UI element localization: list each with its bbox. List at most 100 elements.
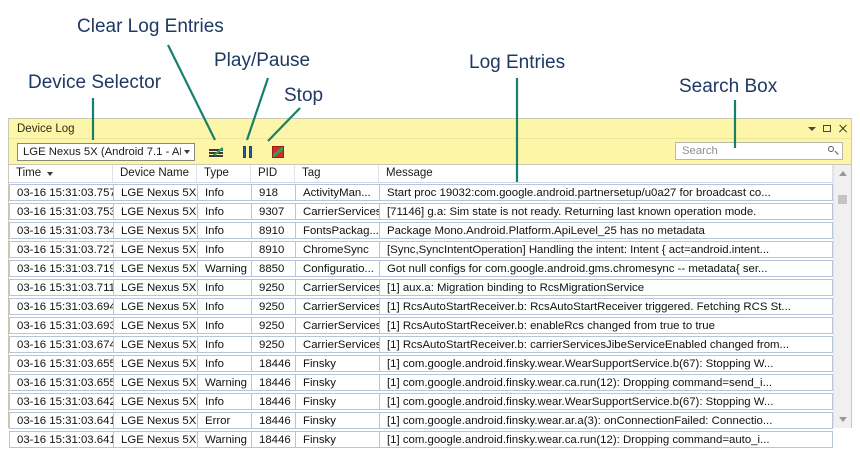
search-input-placeholder[interactable]: Search: [682, 145, 718, 157]
log-cell-type: Info: [197, 355, 251, 372]
log-cell-type: Warning: [197, 260, 251, 277]
log-cell-pid: 9250: [251, 317, 295, 334]
log-cell-pid: 9307: [251, 203, 295, 220]
log-cell-message: [1] RcsAutoStartReceiver.b: carrierServi…: [379, 336, 833, 353]
log-cell-message: [1] com.google.android.finsky.wear.WearS…: [379, 355, 833, 372]
log-cell-tag: FontsPackag...: [295, 222, 379, 239]
log-cell-message: Start proc 19032:com.google.android.part…: [379, 184, 833, 201]
log-cell-pid: 9250: [251, 298, 295, 315]
column-header-time[interactable]: Time: [9, 165, 113, 182]
log-cell-type: Warning: [197, 374, 251, 391]
panel-menu-caret-icon[interactable]: [808, 126, 816, 131]
log-cell-type: Info: [197, 184, 251, 201]
scrollbar-track[interactable]: [834, 204, 851, 411]
log-cell-device: LGE Nexus 5X: [113, 393, 197, 410]
log-cell-tag: Finsky: [295, 412, 379, 429]
log-cell-device: LGE Nexus 5X: [113, 222, 197, 239]
annotation-stop: Stop: [284, 85, 324, 106]
vertical-scrollbar[interactable]: [833, 165, 851, 428]
log-cell-pid: 918: [251, 184, 295, 201]
log-cell-tag: Configuratio...: [295, 260, 379, 277]
log-cell-tag: CarrierServices: [295, 203, 379, 220]
column-header-device-name[interactable]: Device Name: [113, 165, 197, 182]
search-icon: [827, 145, 838, 157]
log-cell-device: LGE Nexus 5X: [113, 203, 197, 220]
scrollbar-thumb[interactable]: [838, 195, 847, 204]
log-cell-time: 03-16 15:31:03.757: [9, 184, 113, 201]
log-cell-pid: 8910: [251, 222, 295, 239]
scroll-down-button[interactable]: [834, 411, 851, 428]
log-cell-type: Error: [197, 412, 251, 429]
play-pause-button[interactable]: [237, 142, 259, 162]
log-cell-type: Info: [197, 393, 251, 410]
log-cell-device: LGE Nexus 5X: [113, 336, 197, 353]
log-cell-pid: 8850: [251, 260, 295, 277]
log-cell-device: LGE Nexus 5X: [113, 317, 197, 334]
log-cell-device: LGE Nexus 5X: [113, 374, 197, 391]
stop-button[interactable]: [267, 142, 289, 162]
log-cell-tag: Finsky: [295, 374, 379, 391]
log-cell-message: [1] RcsAutoStartReceiver.b: RcsAutoStart…: [379, 298, 833, 315]
column-header-message[interactable]: Message: [379, 165, 833, 182]
log-cell-tag: CarrierServices: [295, 279, 379, 296]
log-cell-pid: 18446: [251, 355, 295, 372]
log-cell-pid: 8910: [251, 241, 295, 258]
log-cell-type: Info: [197, 298, 251, 315]
log-cell-time: 03-16 15:31:03.642: [9, 393, 113, 410]
log-grid: Time Device Name Type PID Tag Message 03…: [9, 165, 851, 448]
pause-icon: [242, 145, 254, 158]
close-icon[interactable]: [838, 124, 847, 133]
log-cell-type: Info: [197, 336, 251, 353]
log-cell-pid: 9250: [251, 279, 295, 296]
panel-title: Device Log: [17, 122, 75, 135]
scroll-down-icon: [838, 417, 847, 422]
column-header-tag[interactable]: Tag: [295, 165, 379, 182]
chevron-down-icon: [184, 149, 190, 154]
log-cell-device: LGE Nexus 5X: [113, 260, 197, 277]
log-cell-time: 03-16 15:31:03.753: [9, 203, 113, 220]
log-cell-message: [1] RcsAutoStartReceiver.b: enableRcs ch…: [379, 317, 833, 334]
window-controls[interactable]: [808, 119, 847, 138]
log-grid-header: Time Device Name Type PID Tag Message: [9, 165, 833, 183]
log-cell-time: 03-16 15:31:03.719: [9, 260, 113, 277]
column-header-pid[interactable]: PID: [251, 165, 295, 182]
log-cell-tag: Finsky: [295, 355, 379, 372]
log-cell-tag: ChromeSync: [295, 241, 379, 258]
clear-log-icon: [208, 145, 224, 158]
column-header-type[interactable]: Type: [197, 165, 251, 182]
maximize-icon[interactable]: [823, 125, 831, 132]
clear-log-entries-button[interactable]: [205, 142, 227, 162]
log-cell-time: 03-16 15:31:03.727: [9, 241, 113, 258]
panel-titlebar: Device Log: [9, 119, 851, 139]
log-cell-device: LGE Nexus 5X: [113, 279, 197, 296]
scroll-up-button[interactable]: [834, 165, 851, 182]
log-cell-message: [1] com.google.android.finsky.wear.ar.a(…: [379, 412, 833, 429]
log-cell-tag: CarrierServices: [295, 298, 379, 315]
log-cell-time: 03-16 15:31:03.641: [9, 412, 113, 429]
log-cell-tag: CarrierServices: [295, 317, 379, 334]
log-cell-message: [Sync,SyncIntentOperation] Handling the …: [379, 241, 833, 258]
log-cell-message: [1] aux.a: Migration binding to RcsMigra…: [379, 279, 833, 296]
log-cell-device: LGE Nexus 5X: [113, 355, 197, 372]
log-grid-body-wrap: Time Device Name Type PID Tag Message 03…: [9, 165, 833, 448]
log-cell-pid: 18446: [251, 393, 295, 410]
annotation-clear-log-entries: Clear Log Entries: [77, 16, 224, 37]
search-box[interactable]: Search: [675, 142, 843, 160]
log-cell-message: Package Mono.Android.Platform.ApiLevel_2…: [379, 222, 833, 239]
log-cell-device: LGE Nexus 5X: [113, 298, 197, 315]
device-selector-dropdown[interactable]: LGE Nexus 5X (Android 7.1 - API 25): [17, 142, 195, 161]
log-cell-time: 03-16 15:31:03.655: [9, 355, 113, 372]
